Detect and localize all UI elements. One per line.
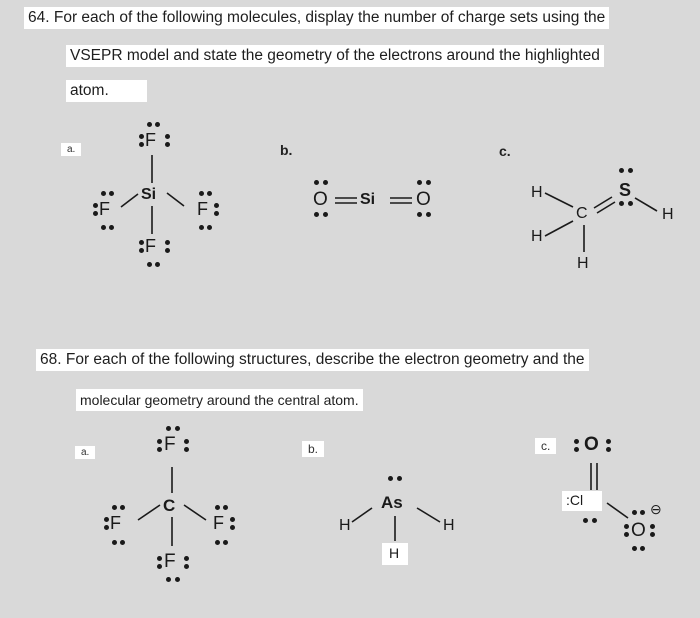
atom-h-upper-left: H	[531, 184, 543, 201]
negative-charge-icon: ⊖	[650, 501, 662, 517]
q68-label-c: c.	[535, 438, 557, 454]
atom-s: S	[619, 180, 632, 200]
atom-f-top: F	[164, 434, 176, 455]
q68-label-a: a.	[75, 446, 96, 459]
atom-h-bottom: H	[577, 255, 589, 272]
atom-o-left: O	[313, 189, 328, 210]
atom-as-center: As	[381, 493, 403, 512]
atom-h-right: H	[443, 517, 455, 534]
atom-f-top: F	[145, 130, 156, 150]
atom-c-center: C	[163, 496, 176, 515]
q68-line-1: 68. For each of the following structures…	[36, 349, 589, 371]
atom-si-center: Si	[141, 186, 157, 203]
atom-si-center: Si	[360, 191, 376, 208]
atom-f-left: F	[99, 199, 110, 219]
atom-f-bottom: F	[164, 551, 176, 572]
atom-h-lower-left: H	[531, 228, 543, 245]
q64-label-a: a.	[61, 143, 82, 156]
atom-h-bottom-label: H	[389, 545, 400, 561]
atom-o-right: O	[416, 189, 431, 210]
atom-o-top: O	[584, 434, 599, 455]
atom-f-right: F	[197, 199, 208, 219]
atom-o-bottom: O	[631, 520, 646, 541]
atom-h-right: H	[662, 206, 674, 223]
q68-label-b: b.	[302, 441, 325, 457]
atom-h-left: H	[339, 517, 351, 534]
q64-label-b: b.	[280, 142, 293, 158]
q64-line-1: 64. For each of the following molecules,…	[24, 7, 610, 29]
q64-line-2: VSEPR model and state the geometry of th…	[66, 45, 604, 67]
atom-c-center: C	[576, 205, 588, 222]
q68-line-2: molecular geometry around the central at…	[76, 389, 363, 411]
q64-line-3: atom.	[66, 80, 147, 102]
atom-cl-box	[562, 491, 602, 511]
atom-cl: :Cl	[566, 492, 584, 508]
atom-f-left: F	[110, 513, 121, 533]
atom-h-bottom	[382, 543, 408, 565]
q64-label-c: c.	[499, 143, 511, 159]
atom-f-right: F	[213, 513, 224, 533]
atom-f-bottom: F	[145, 236, 156, 256]
